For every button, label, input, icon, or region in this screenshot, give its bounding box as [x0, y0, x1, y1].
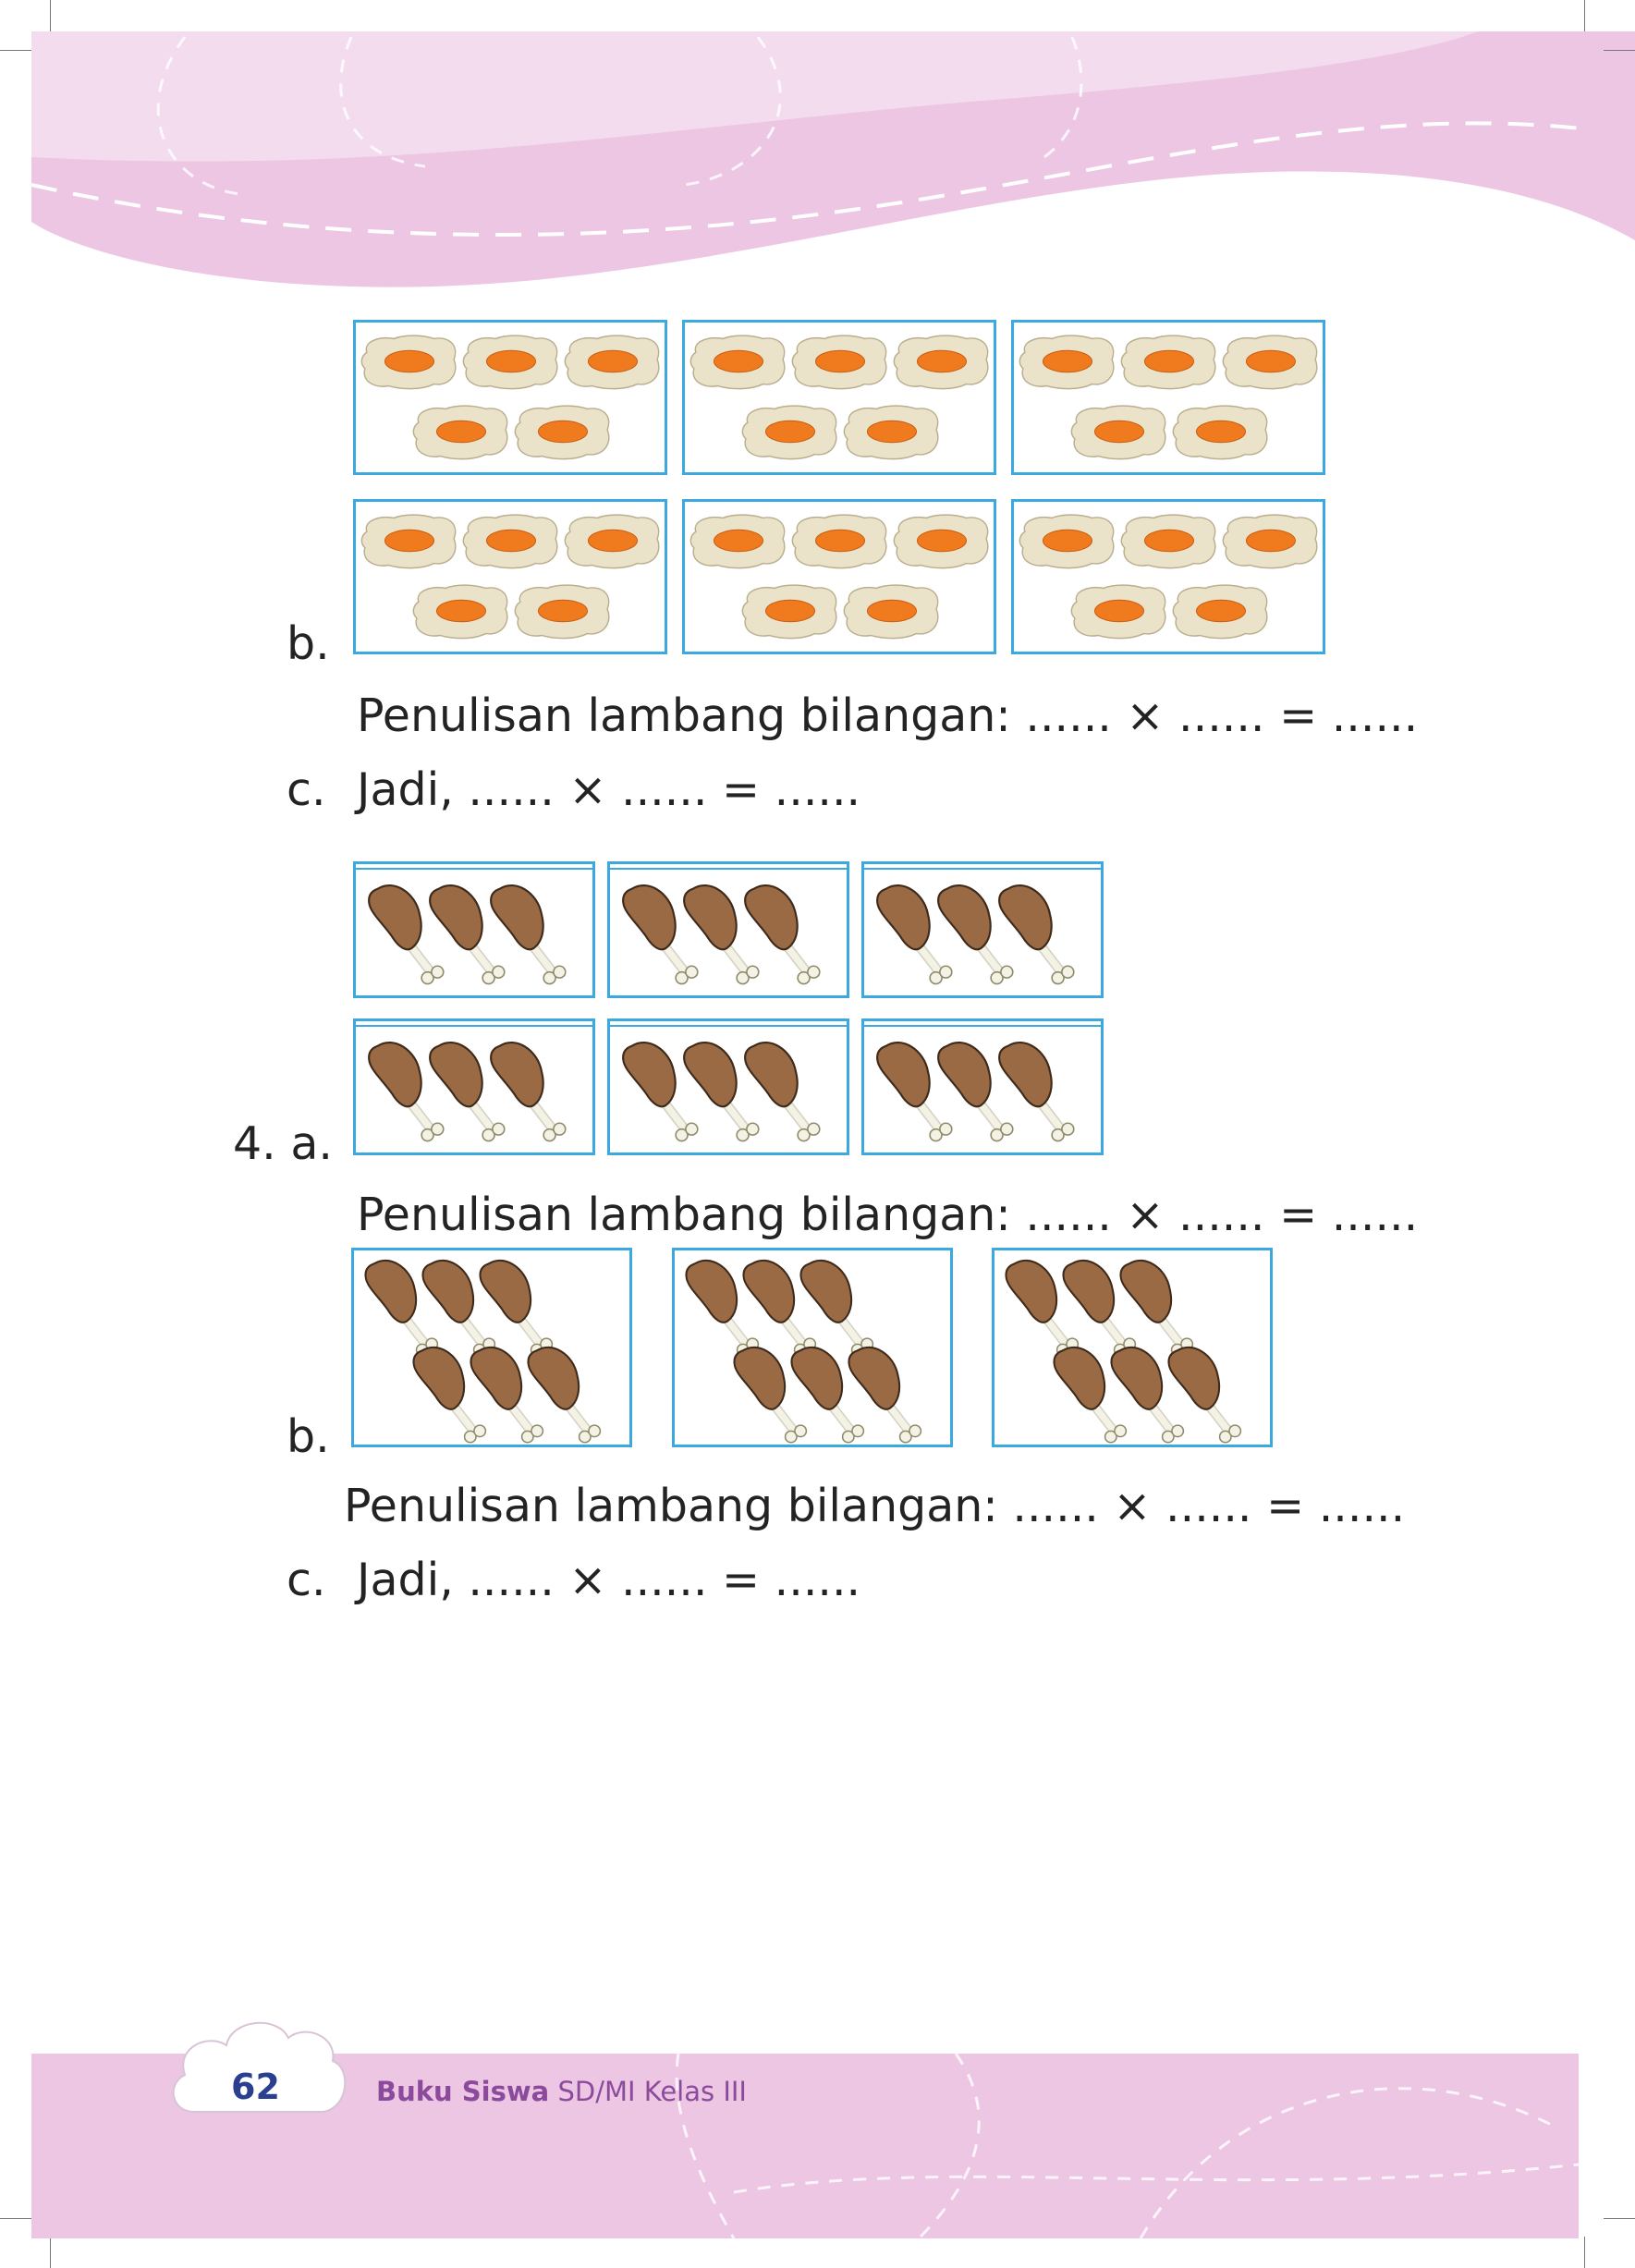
- egg-group-box: [682, 499, 996, 654]
- drumstick-group-box: [861, 861, 1104, 998]
- drumstick-group-box: [992, 1248, 1273, 1447]
- fried-egg-icon: [1018, 513, 1117, 570]
- book-title-rest: SD/MI Kelas III: [549, 2076, 747, 2107]
- fried-egg-icon: [513, 404, 613, 461]
- chicken-drumstick-icon: [487, 1038, 568, 1147]
- drumstick-group-box: [607, 861, 849, 998]
- equation-4b: Penulisan lambang bilangan: ...... × ...…: [344, 1480, 1406, 1532]
- chicken-drumstick-icon: [741, 881, 823, 990]
- item-4b-label: b.: [287, 1410, 330, 1463]
- drumstick-group-box: [672, 1248, 953, 1447]
- fried-egg-icon: [740, 583, 840, 640]
- chicken-drumstick-icon: [487, 881, 568, 990]
- page-number: 62: [231, 2067, 280, 2107]
- fried-egg-icon: [689, 513, 788, 570]
- fried-egg-icon: [461, 513, 561, 570]
- chicken-drumstick-icon: [995, 1038, 1077, 1147]
- item-b-label: b.: [287, 617, 330, 670]
- chicken-drumstick-icon: [1165, 1343, 1244, 1448]
- fried-egg-icon: [563, 334, 663, 391]
- chicken-drumstick-icon: [741, 1038, 823, 1147]
- book-title-bold: Buku Siswa: [376, 2076, 550, 2107]
- fried-egg-icon: [563, 513, 663, 570]
- egg-group-box: [353, 320, 667, 475]
- chicken-drumstick-icon: [995, 881, 1077, 990]
- fried-egg-icon: [1171, 583, 1271, 640]
- fried-egg-icon: [360, 334, 459, 391]
- egg-group-box: [353, 499, 667, 654]
- chicken-drumstick-icon: [845, 1343, 924, 1448]
- fried-egg-icon: [790, 334, 890, 391]
- equation-4c: Jadi, ...... × ...... = ......: [357, 1554, 861, 1606]
- drumstick-group-box: [861, 1018, 1104, 1155]
- fried-egg-icon: [790, 513, 890, 570]
- fried-egg-icon: [1171, 404, 1271, 461]
- fried-egg-icon: [892, 334, 992, 391]
- item-4a-label: 4. a.: [233, 1117, 333, 1170]
- fried-egg-icon: [842, 583, 942, 640]
- page-number-cloud: [166, 2010, 351, 2130]
- fried-egg-icon: [892, 513, 992, 570]
- drumstick-group-box: [353, 1018, 595, 1155]
- item-c-label: c.: [287, 763, 326, 816]
- fried-egg-icon: [740, 404, 840, 461]
- item-4c-label: c.: [287, 1554, 326, 1606]
- header-banner: [0, 0, 1635, 305]
- fried-egg-icon: [360, 513, 459, 570]
- drumstick-group-box: [351, 1248, 632, 1447]
- fried-egg-icon: [1119, 334, 1219, 391]
- fried-egg-icon: [1221, 334, 1321, 391]
- drumstick-group-box: [353, 861, 595, 998]
- fried-egg-icon: [1018, 334, 1117, 391]
- egg-group-box: [1011, 499, 1325, 654]
- fried-egg-icon: [411, 404, 511, 461]
- fried-egg-icon: [1069, 404, 1169, 461]
- fried-egg-icon: [1119, 513, 1219, 570]
- fried-egg-icon: [842, 404, 942, 461]
- book-title: Buku Siswa SD/MI Kelas III: [376, 2076, 747, 2107]
- chicken-drumstick-icon: [524, 1343, 604, 1448]
- drumstick-group-box: [607, 1018, 849, 1155]
- fried-egg-icon: [689, 334, 788, 391]
- fried-egg-icon: [1221, 513, 1321, 570]
- equation-4a: Penulisan lambang bilangan: ...... × ...…: [357, 1189, 1419, 1241]
- egg-group-box: [1011, 320, 1325, 475]
- equation-3c: Jadi, ...... × ...... = ......: [357, 763, 861, 816]
- equation-3b: Penulisan lambang bilangan: ...... × ...…: [357, 689, 1419, 742]
- egg-group-box: [682, 320, 996, 475]
- fried-egg-icon: [411, 583, 511, 640]
- fried-egg-icon: [461, 334, 561, 391]
- fried-egg-icon: [513, 583, 613, 640]
- fried-egg-icon: [1069, 583, 1169, 640]
